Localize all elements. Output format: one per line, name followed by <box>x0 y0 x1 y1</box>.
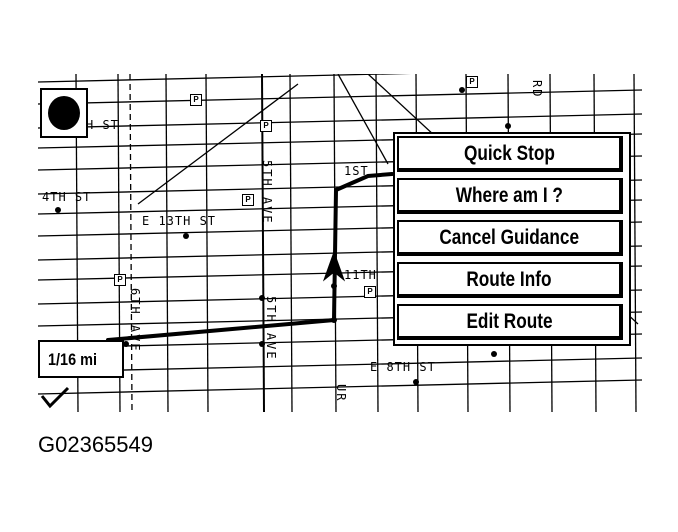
parking-poi-icon[interactable]: P <box>242 194 254 206</box>
quick-stop-label: Quick Stop <box>463 142 555 165</box>
street-label-e-8th-st: E 8TH ST <box>370 360 436 374</box>
map-scale[interactable]: 1/16 mi <box>38 340 124 378</box>
street-label-rd: RD <box>530 80 544 99</box>
figure-id: G02365549 <box>38 432 153 457</box>
parking-poi-icon[interactable]: P <box>466 76 478 88</box>
map-scale-label: 1/16 mi <box>48 350 98 369</box>
parking-poi-icon[interactable]: P <box>364 286 376 298</box>
street-label-4th-st: 4TH ST <box>42 190 92 204</box>
street-label-5th-ave-bottom: 5TH AVE <box>264 296 278 361</box>
cancel-guidance-label: Cancel Guidance <box>439 226 579 249</box>
street-label-1st: 1ST <box>344 164 369 178</box>
route-info-button[interactable]: Route Info <box>397 262 623 298</box>
street-label-5th-ave-top: 5TH AVE <box>260 160 274 225</box>
edit-route-button[interactable]: Edit Route <box>397 304 623 340</box>
street-label-11th: 11TH <box>344 268 377 282</box>
street-label-e-13th-st: E 13TH ST <box>142 214 217 228</box>
route-info-label: Route Info <box>466 268 552 291</box>
parking-poi-icon[interactable]: P <box>114 274 126 286</box>
street-label-ur: UR <box>334 384 348 403</box>
parking-poi-icon[interactable]: P <box>260 120 272 132</box>
cancel-guidance-button[interactable]: Cancel Guidance <box>397 220 623 256</box>
street-label-h-st: H ST <box>86 118 119 132</box>
where-am-i-label: Where am I ? <box>455 184 563 207</box>
where-am-i-button[interactable]: Where am I ? <box>397 178 623 214</box>
edit-route-label: Edit Route <box>465 310 553 333</box>
route-menu: Quick Stop Where am I ? Cancel Guidance … <box>393 132 631 346</box>
quick-stop-button[interactable]: Quick Stop <box>397 136 623 172</box>
compass-icon[interactable] <box>40 88 88 138</box>
parking-poi-icon[interactable]: P <box>190 94 202 106</box>
street-label-6th-ave: 6TH AVE <box>128 288 142 353</box>
